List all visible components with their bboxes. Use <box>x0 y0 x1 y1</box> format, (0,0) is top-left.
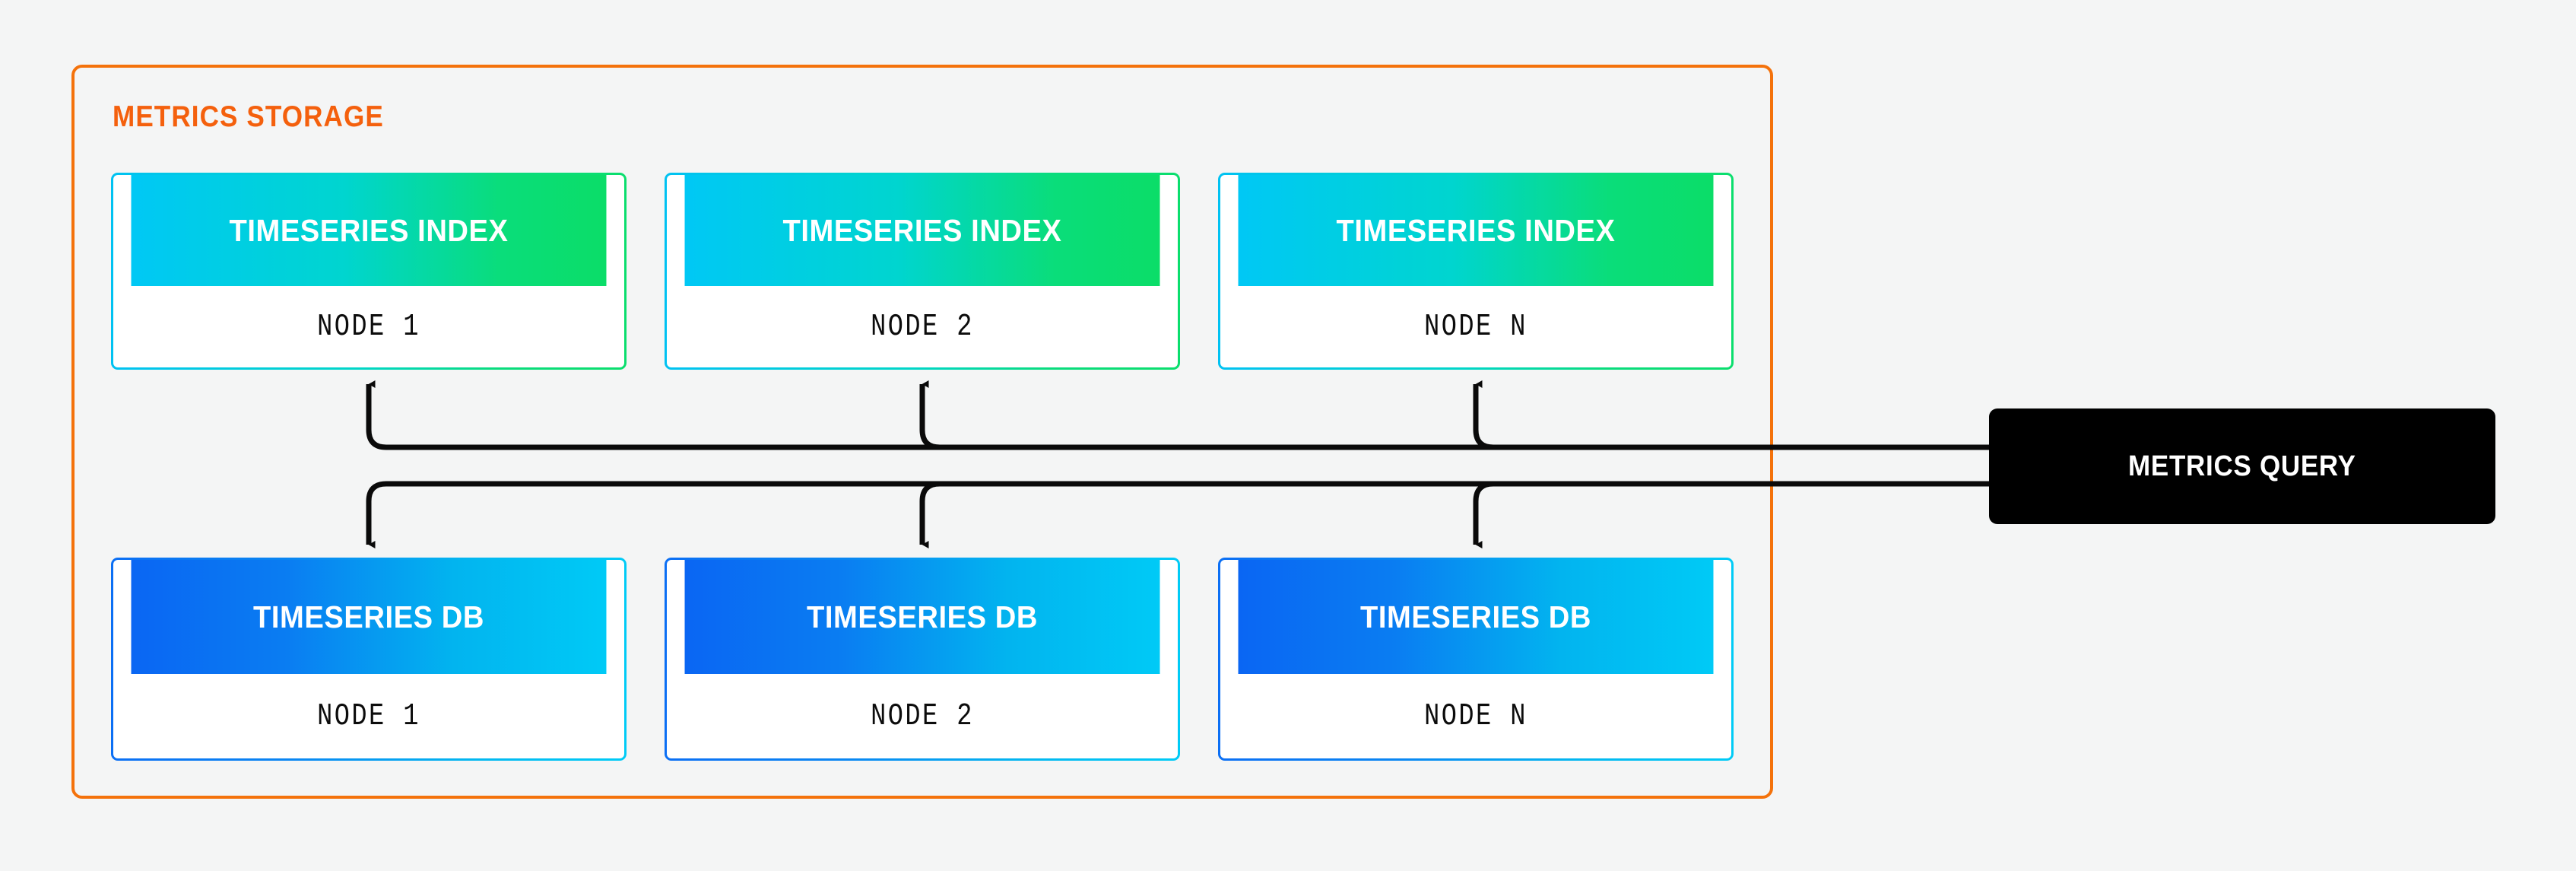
metrics-query-node[interactable]: METRICS QUERY <box>1989 408 2495 524</box>
timeseries-db-node-1-card[interactable]: TIMESERIES DB NODE 1 <box>111 558 627 761</box>
timeseries-index-node-n-label: NODE N <box>1266 286 1686 367</box>
timeseries-index-node-2-title: TIMESERIES INDEX <box>684 175 1160 286</box>
timeseries-db-node-2-title: TIMESERIES DB <box>684 560 1160 674</box>
timeseries-db-node-2-label: NODE 2 <box>712 674 1132 758</box>
timeseries-db-node-n-label: NODE N <box>1266 674 1686 758</box>
timeseries-index-node-1-card[interactable]: TIMESERIES INDEX NODE 1 <box>111 173 627 370</box>
timeseries-db-node-n-title: TIMESERIES DB <box>1238 560 1714 674</box>
timeseries-index-node-1-label: NODE 1 <box>159 286 579 367</box>
timeseries-db-node-1-title: TIMESERIES DB <box>131 560 607 674</box>
timeseries-db-node-n-card[interactable]: TIMESERIES DB NODE N <box>1218 558 1734 761</box>
timeseries-db-node-2-card[interactable]: TIMESERIES DB NODE 2 <box>665 558 1180 761</box>
timeseries-index-node-1-title: TIMESERIES INDEX <box>131 175 607 286</box>
timeseries-index-node-2-label: NODE 2 <box>712 286 1132 367</box>
timeseries-db-node-1-label: NODE 1 <box>159 674 579 758</box>
timeseries-index-node-2-card[interactable]: TIMESERIES INDEX NODE 2 <box>665 173 1180 370</box>
timeseries-index-node-n-title: TIMESERIES INDEX <box>1238 175 1714 286</box>
metrics-storage-title: METRICS STORAGE <box>113 100 384 133</box>
metrics-query-label: METRICS QUERY <box>2128 450 2356 482</box>
timeseries-index-node-n-card[interactable]: TIMESERIES INDEX NODE N <box>1218 173 1734 370</box>
